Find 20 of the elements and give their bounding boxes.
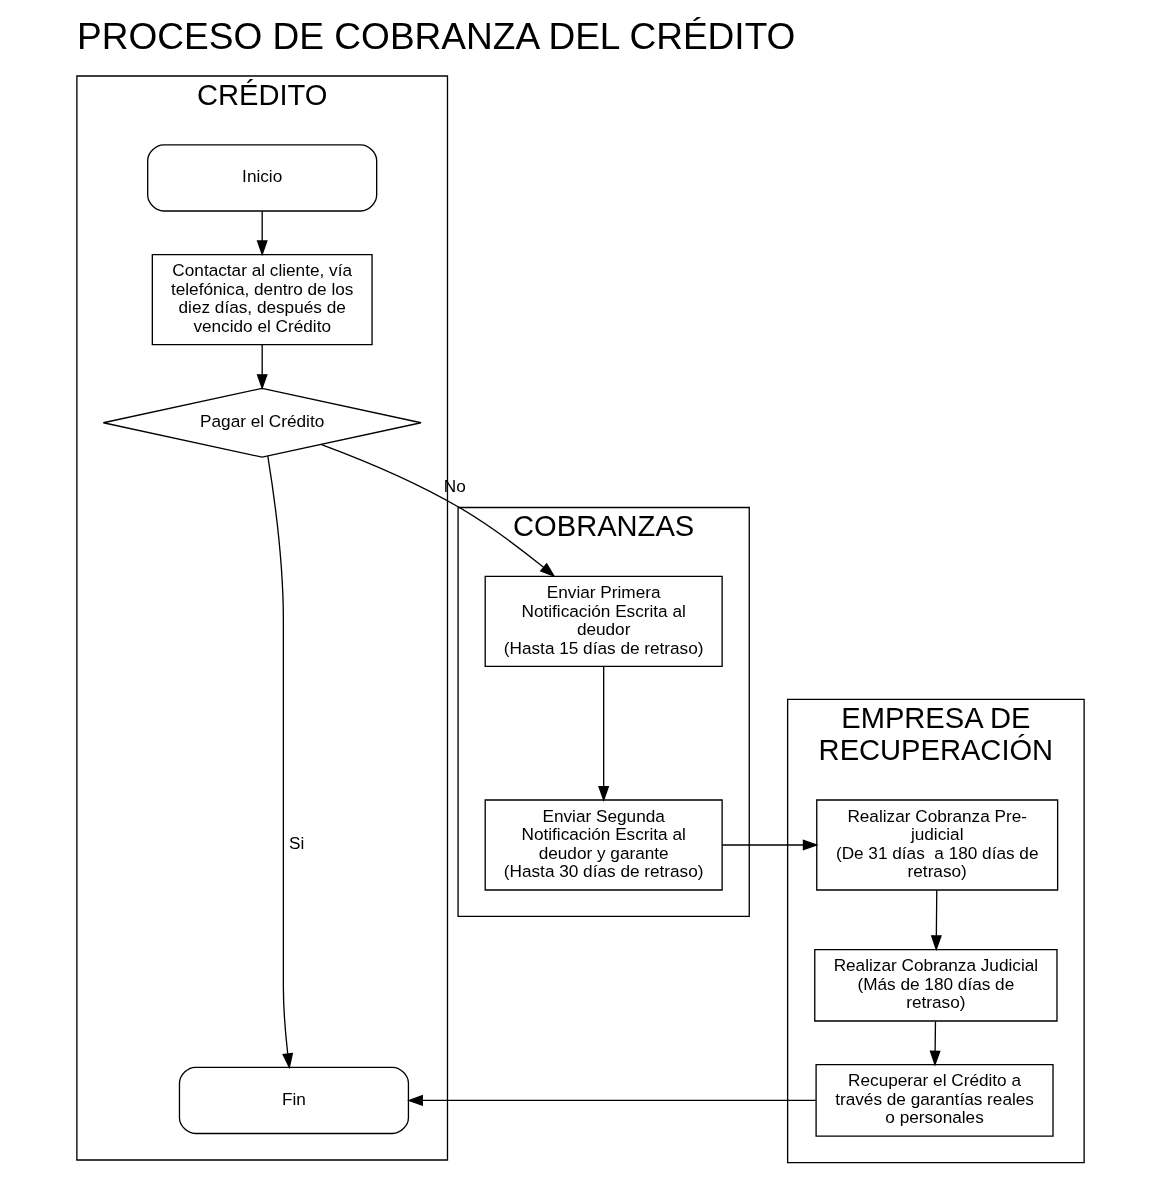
node-box: Contactar al cliente, vía telefónica, dentro de los diez días, después de vencido el Crédito: [151, 254, 373, 346]
node-box: Fin: [178, 1066, 409, 1135]
edge-label: Si: [288, 833, 304, 854]
arrow: [597, 666, 609, 802]
arrow: [406, 1094, 817, 1106]
node-box: Enviar Segunda Notificación Escrita al deudor y garante (Hasta 30 días de retraso): [484, 799, 723, 891]
arrow: [256, 210, 268, 257]
arrow: [256, 344, 268, 391]
node-box: Enviar Primera Notificación Escrita al deudor (Hasta 15 días de retraso): [484, 575, 723, 667]
node-diamond: Pagar el Crédito: [102, 387, 422, 458]
node-box: Realizar Cobranza Pre-judicial (De 31 días a 180 días de retraso): [815, 799, 1058, 891]
node-box: Inicio: [146, 144, 377, 212]
arrow: [266, 455, 293, 1070]
diagram-title: PROCESO DE COBRANZA DEL CRÉDITO: [76, 14, 795, 57]
arrow: [929, 1020, 941, 1067]
node-box: Realizar Cobranza Judicial (Más de 180 días de retraso): [813, 948, 1058, 1022]
arrow: [930, 889, 942, 952]
node-box: Recuperar el Crédito a través de garantías reales o personales: [814, 1064, 1054, 1137]
arrow: [721, 839, 819, 851]
arrow: [320, 443, 555, 578]
